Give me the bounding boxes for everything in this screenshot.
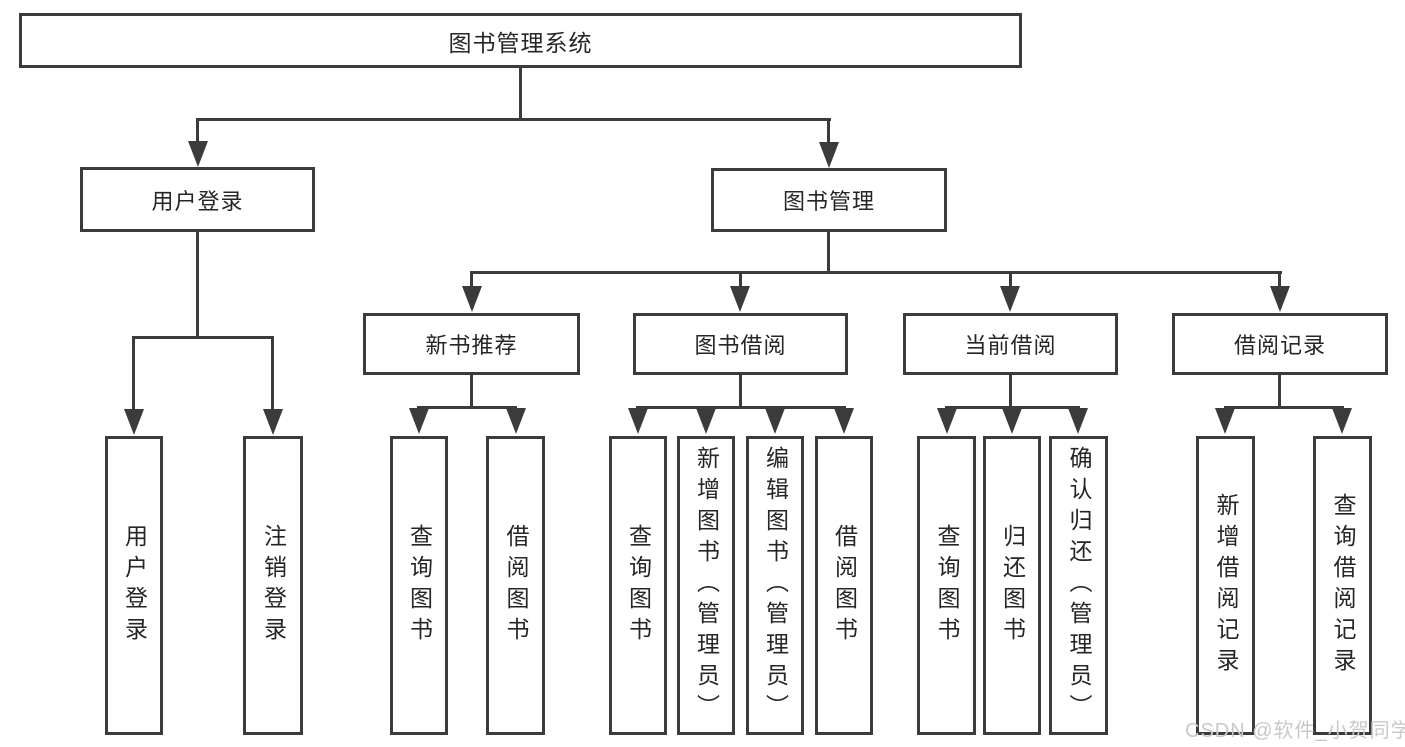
connector-bar (1224, 406, 1344, 409)
leaf-edit-books-admin: 编辑图书（管理员） (746, 436, 804, 735)
arrowhead (1332, 408, 1352, 434)
leaf-borrow-books: 借阅图书 (815, 436, 873, 735)
node-borrow-records: 借阅记录 (1172, 313, 1388, 375)
connector-stem (470, 375, 473, 408)
leaf-add-books-admin: 新增图书（管理员） (677, 436, 735, 735)
connector-stem (739, 271, 742, 289)
node-label: 图书借阅 (694, 333, 787, 358)
node-new-book-recommend: 新书推荐 (363, 313, 580, 375)
arrowhead (1215, 408, 1235, 434)
connector-stem (271, 336, 274, 410)
node-user-login: 用户登录 (80, 167, 315, 232)
arrowhead (1068, 408, 1088, 434)
leaf-label: 查询图书 (625, 523, 652, 648)
connector-stem (739, 375, 742, 408)
leaf-label: 查询图书 (934, 523, 960, 648)
arrowhead (462, 286, 482, 312)
leaf-borrow-books: 借阅图书 (486, 436, 545, 735)
arrowhead (834, 408, 854, 434)
node-label: 图书管理 (782, 189, 875, 214)
node-label: 借阅记录 (1233, 333, 1326, 358)
arrowhead (765, 408, 785, 434)
leaf-label: 新增图书（管理员） (693, 446, 720, 725)
connector-bar (636, 406, 846, 409)
arrowhead (1000, 286, 1020, 312)
leaf-label: 用户登录 (121, 523, 148, 648)
arrowhead (188, 141, 208, 167)
leaf-label: 注销登录 (260, 523, 287, 648)
leaf-user-login: 用户登录 (105, 436, 163, 735)
arrowhead (1270, 286, 1290, 312)
node-book-management: 图书管理 (711, 168, 947, 232)
leaf-label: 编辑图书（管理员） (762, 446, 789, 725)
connector-level3-bar (470, 271, 1282, 274)
connector-bar (417, 406, 517, 409)
leaf-label: 归还图书 (999, 523, 1026, 648)
connector-stem (196, 118, 199, 146)
node-label: 图书管理系统 (448, 29, 593, 56)
arrowhead (506, 408, 526, 434)
connector-stem (470, 271, 473, 289)
arrowhead (1002, 408, 1022, 434)
arrowhead (628, 408, 648, 434)
leaf-label: 借阅图书 (503, 523, 529, 648)
leaf-label: 确认归还（管理员） (1066, 446, 1092, 725)
node-label: 用户登录 (151, 188, 244, 214)
node-label: 新书推荐 (425, 333, 518, 358)
csdn-watermark: CSDN @软件_小贺同学 (1185, 720, 1405, 742)
arrowhead (263, 409, 283, 435)
leaf-label: 借阅图书 (831, 523, 858, 648)
leaf-query-borrow-record: 查询借阅记录 (1313, 436, 1372, 735)
leaf-logout: 注销登录 (243, 436, 303, 735)
connector-stem (132, 336, 135, 410)
connector-stem (827, 232, 830, 274)
arrowhead (409, 408, 429, 434)
leaf-label: 查询借阅记录 (1330, 492, 1356, 679)
leaf-query-books: 查询图书 (917, 436, 976, 735)
arrowhead (124, 409, 144, 435)
node-label: 当前借阅 (964, 333, 1057, 358)
connector-root-stem (519, 68, 522, 121)
connector-stem (1009, 375, 1012, 408)
leaf-query-books: 查询图书 (609, 436, 667, 735)
arrowhead (730, 286, 750, 312)
connector-bar (132, 336, 274, 339)
leaf-add-borrow-record: 新增借阅记录 (1196, 436, 1255, 735)
leaf-label: 新增借阅记录 (1213, 492, 1239, 679)
leaf-query-books: 查询图书 (390, 436, 448, 735)
node-book-borrow: 图书借阅 (633, 313, 848, 375)
node-root-system: 图书管理系统 (19, 13, 1022, 68)
leaf-confirm-return-admin: 确认归还（管理员） (1049, 436, 1108, 735)
leaf-label: 查询图书 (406, 523, 433, 648)
connector-stem (827, 118, 830, 146)
arrowhead (696, 408, 716, 434)
node-current-borrow: 当前借阅 (903, 313, 1118, 375)
connector-stem (1278, 271, 1281, 289)
connector-stem (1278, 375, 1281, 408)
leaf-return-books: 归还图书 (983, 436, 1041, 735)
arrowhead (819, 142, 839, 168)
arrowhead (937, 408, 957, 434)
connector-stem (1009, 271, 1012, 289)
connector-bar (945, 406, 1080, 409)
connector-stem (196, 232, 199, 338)
connector-level2-bar (196, 118, 831, 121)
